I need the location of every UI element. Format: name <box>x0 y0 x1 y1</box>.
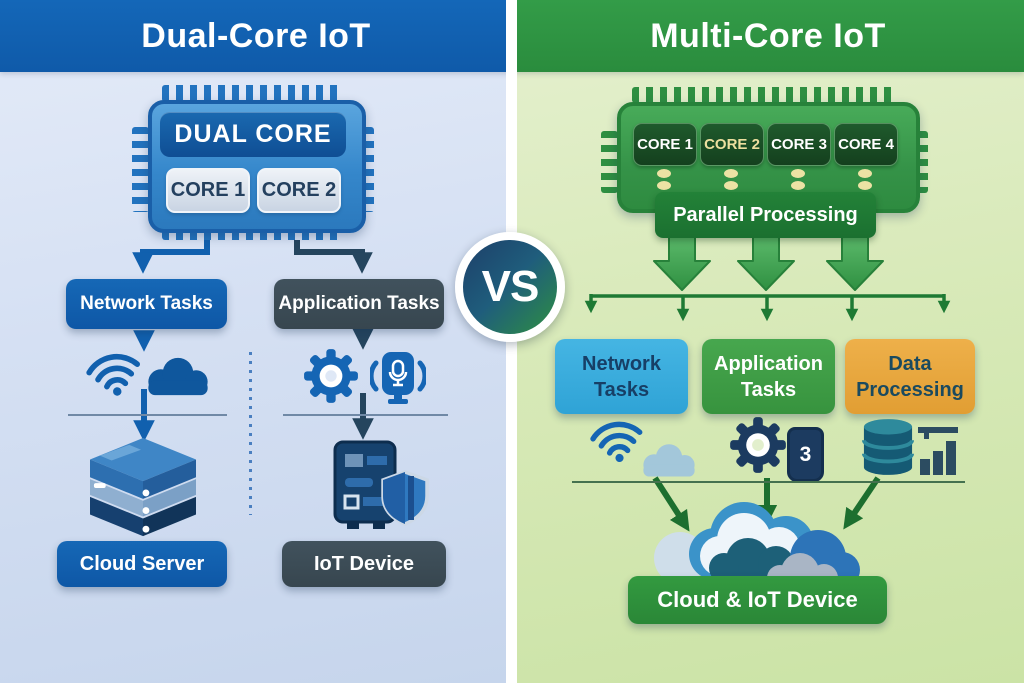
application-tasks-box: Application Tasks <box>274 279 444 329</box>
column-dotted-divider <box>249 352 252 515</box>
chip-pins-top <box>632 87 898 103</box>
tag-3-icon: 3 <box>787 427 824 482</box>
core-contact-dots <box>657 169 671 190</box>
core-label: CORE 4 <box>834 123 898 166</box>
cloud-cluster-icon <box>654 502 860 588</box>
cloud-icon <box>643 444 695 477</box>
core-contact-dots <box>791 169 805 190</box>
server-stack-icon <box>90 437 196 537</box>
parallel-processing-banner: Parallel Processing <box>655 192 876 238</box>
application-lane-line <box>283 414 448 416</box>
chip-pins-left <box>601 131 618 193</box>
cloud-icon <box>148 357 208 396</box>
right-title: Multi-Core IoT <box>650 16 886 55</box>
wifi-icon <box>590 421 643 463</box>
core-label: CORE 2 <box>257 168 341 213</box>
right-header-band: Multi-Core IoT <box>512 0 1024 72</box>
network-tasks-box: Network Tasks <box>66 279 227 329</box>
chip-pins-left <box>132 127 149 212</box>
bar-chart-icon <box>918 427 958 475</box>
network-lane-line <box>68 414 227 416</box>
dual-core-label: DUAL CORE <box>160 112 346 157</box>
vs-badge: VS <box>455 232 565 342</box>
core-contact-dots <box>858 169 872 190</box>
left-header-band: Dual-Core IoT <box>0 0 512 72</box>
core-label: CORE 1 <box>166 168 250 213</box>
left-title: Dual-Core IoT <box>141 16 371 55</box>
chip-pins-top <box>162 85 344 102</box>
core-contact-dots <box>724 169 738 190</box>
database-icon <box>862 419 914 475</box>
core-label: CORE 1 <box>633 123 697 166</box>
gear-icon <box>304 349 358 403</box>
core-label: CORE 3 <box>767 123 831 166</box>
smart-speaker-icon <box>370 352 426 404</box>
cloud-server-box: Cloud Server <box>57 541 227 587</box>
gear-icon <box>730 417 786 473</box>
core-label: CORE 2 <box>700 123 764 166</box>
iot-device-box: IoT Device <box>282 541 446 587</box>
cloud-iot-device-banner: Cloud & IoT Device <box>628 576 887 624</box>
wifi-icon <box>86 353 141 396</box>
iot-device-icon <box>333 440 429 529</box>
right-lane-line <box>572 481 965 483</box>
